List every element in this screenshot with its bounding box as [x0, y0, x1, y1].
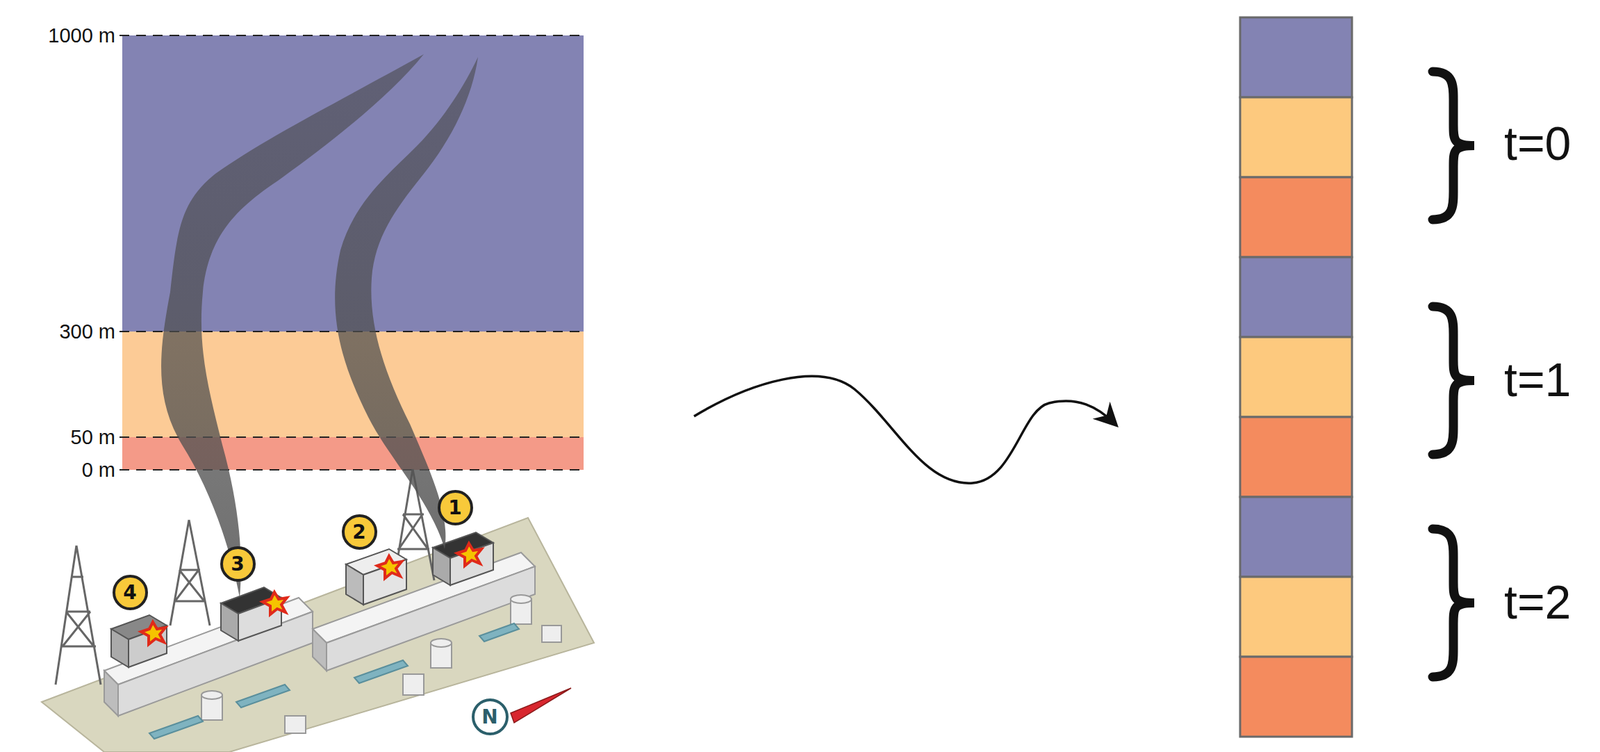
cell [1240, 496, 1352, 577]
cell-column [1240, 17, 1352, 737]
cell [1240, 576, 1352, 657]
time-label: t=1 [1504, 352, 1571, 407]
cell [1240, 257, 1352, 337]
curly-brace [1432, 306, 1475, 455]
time-label: t=2 [1504, 574, 1571, 629]
cell [1240, 17, 1352, 98]
compass-needle [510, 687, 572, 723]
cell [1240, 97, 1352, 178]
braces [1432, 71, 1475, 677]
callout-number: 1 [448, 496, 462, 519]
cell [1240, 336, 1352, 417]
compass-badge: N [471, 698, 509, 736]
reactor-buildings [111, 532, 494, 667]
transform-arrow [694, 375, 1116, 483]
cell [1240, 656, 1352, 737]
cell [1240, 177, 1352, 258]
time-label: t=0 [1504, 116, 1571, 171]
callout-number: 4 [122, 580, 137, 604]
compass-letter: N [481, 705, 498, 729]
callout-circle: 1 [437, 489, 474, 526]
callout-circle: 2 [341, 514, 378, 550]
altitude-label: 300 m [59, 320, 116, 344]
site-ground [41, 517, 595, 752]
cell [1240, 416, 1352, 497]
smoke-plume [334, 56, 478, 549]
altitude-label: 0 m [81, 458, 116, 482]
curly-brace [1432, 528, 1475, 677]
callout-circle: 4 [112, 574, 148, 610]
pools [149, 623, 519, 739]
callout-circle: 3 [220, 546, 256, 582]
callout-number: 2 [352, 520, 366, 544]
explosion-marks [141, 543, 482, 645]
smoke-plume [161, 54, 424, 598]
callout-number: 3 [230, 552, 244, 576]
altitude-label: 50 m [70, 425, 116, 449]
altitude-label: 1000 m [47, 24, 116, 48]
curly-brace [1432, 71, 1475, 220]
